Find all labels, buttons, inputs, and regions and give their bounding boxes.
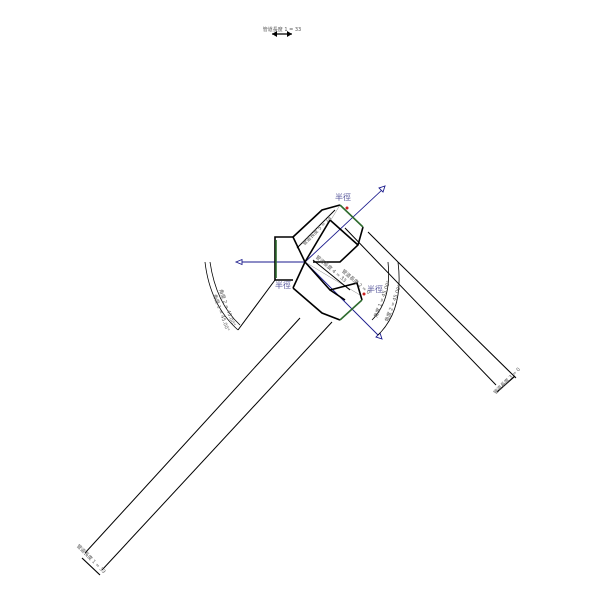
right-end-dimension[interactable]: 管道長度 3 = 0 bbox=[492, 366, 522, 396]
radius-label: 半徑 bbox=[367, 284, 383, 294]
top-length-dimension[interactable]: 管道長度 1 = 33 bbox=[263, 26, 302, 37]
pipe-run-right[interactable] bbox=[344, 227, 517, 386]
marker-dot bbox=[345, 206, 349, 210]
svg-text:管道長度 3 = 0: 管道長度 3 = 0 bbox=[492, 366, 522, 396]
left-angle-dimensions[interactable]: 角度 1 = 45.00° 角度 2 = 45.00° bbox=[204, 261, 241, 333]
radius-label: 半徑 bbox=[335, 192, 351, 202]
axis-lines bbox=[234, 185, 386, 340]
pipe-length-1-label: 管道長度 1 = 33 bbox=[263, 26, 302, 33]
fitting-edges bbox=[275, 204, 364, 321]
radius-label: 半徑 bbox=[275, 280, 291, 290]
svg-text:管道長度 1 = 33: 管道長度 1 = 33 bbox=[75, 543, 107, 575]
fitting-outline[interactable] bbox=[274, 204, 364, 321]
pipe-run-lower-left[interactable] bbox=[84, 279, 333, 571]
marker-dot bbox=[362, 292, 366, 296]
left-end-dimension[interactable]: 管道長度 1 = 33 bbox=[75, 543, 107, 576]
